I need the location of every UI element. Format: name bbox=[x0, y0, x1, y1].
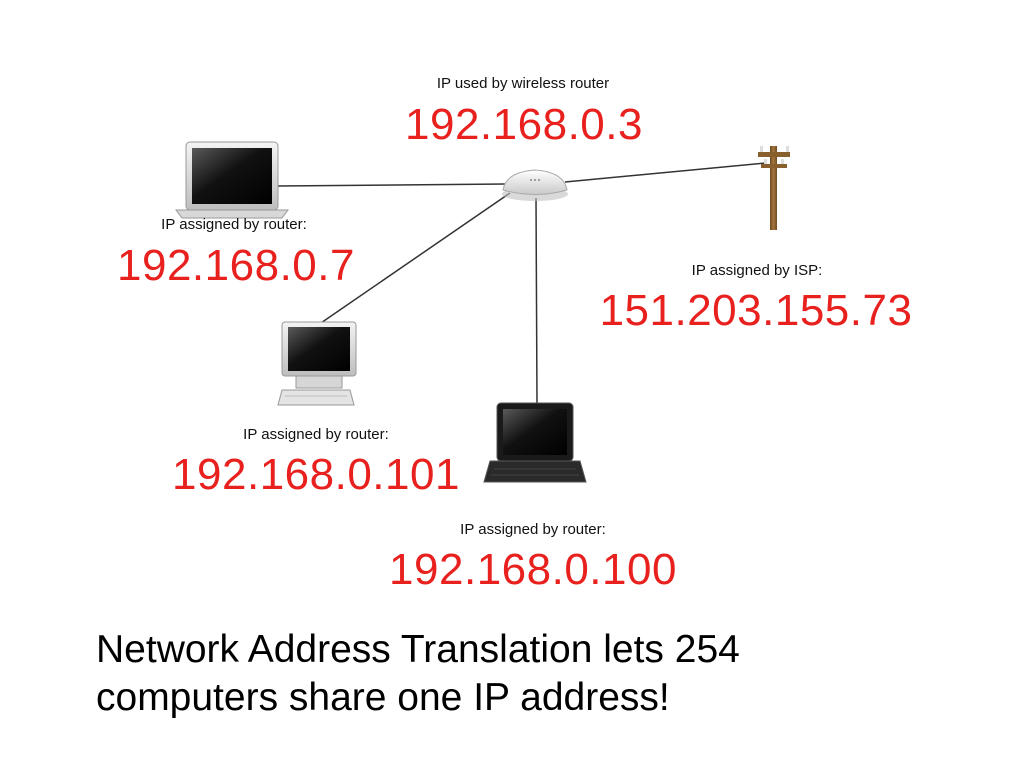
link-router-white-laptop bbox=[277, 183, 507, 187]
black-laptop-caption: IP assigned by router: bbox=[460, 521, 606, 538]
link-router-isp bbox=[564, 162, 767, 183]
router-caption: IP used by wireless router bbox=[436, 75, 610, 92]
nat-statement-line-2: computers share one IP address! bbox=[96, 676, 670, 719]
network-diagram bbox=[175, 141, 790, 483]
desktop-computer-icon bbox=[277, 321, 357, 406]
black-laptop-icon bbox=[483, 402, 587, 483]
nat-statement-line-1: Network Address Translation lets 254 bbox=[96, 628, 740, 671]
white-laptop-caption: IP assigned by router: bbox=[161, 216, 307, 233]
desktop-ip: 192.168.0.101 bbox=[172, 450, 460, 499]
link-router-desktop bbox=[317, 192, 511, 326]
nat-statement: Network Address Translation lets 254 com… bbox=[96, 626, 916, 722]
white-laptop-ip: 192.168.0.7 bbox=[117, 241, 355, 290]
black-laptop-ip: 192.168.0.100 bbox=[389, 545, 677, 594]
desktop-caption: IP assigned by router: bbox=[243, 426, 389, 443]
isp-caption: IP assigned by ISP: bbox=[691, 262, 823, 279]
router-ip: 192.168.0.3 bbox=[405, 100, 643, 149]
white-laptop-icon bbox=[175, 141, 289, 219]
link-lines bbox=[277, 162, 767, 404]
wireless-router-icon bbox=[502, 169, 568, 201]
link-router-black-laptop bbox=[535, 197, 538, 404]
isp-ip: 151.203.155.73 bbox=[599, 286, 913, 335]
utility-pole-icon bbox=[758, 146, 790, 230]
